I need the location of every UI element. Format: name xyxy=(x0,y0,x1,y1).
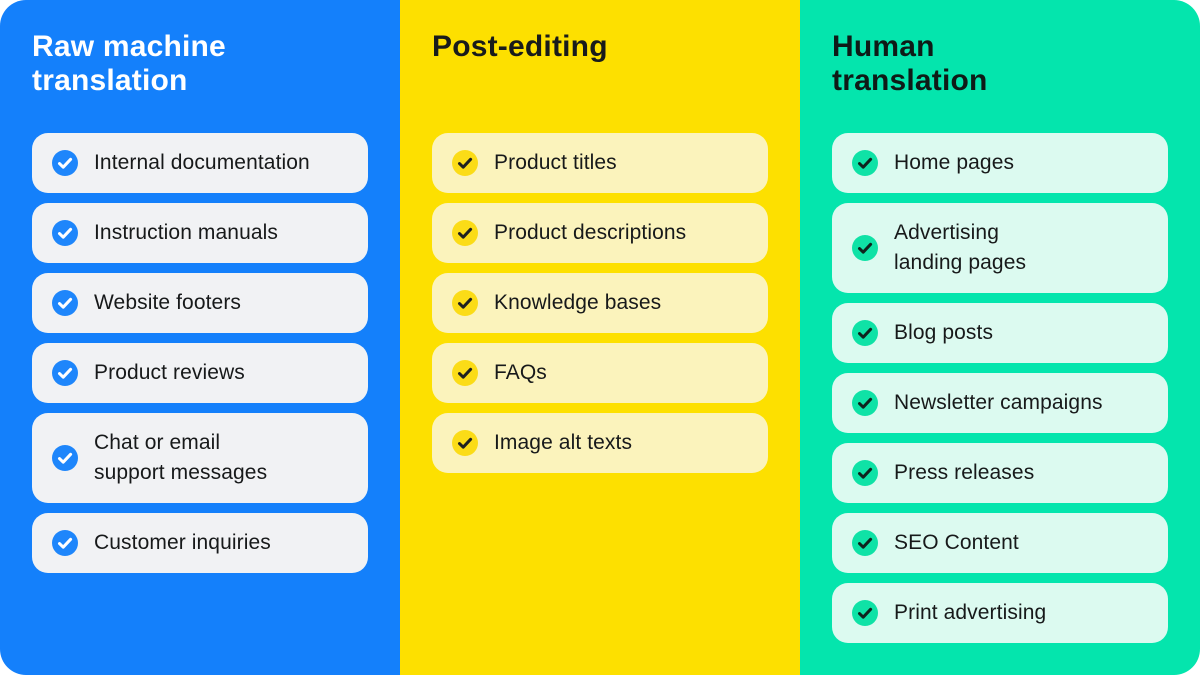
column-title-raw-machine-translation: Raw machine translation xyxy=(32,30,226,97)
list-item-label: Product titles xyxy=(494,151,617,174)
column-title-post-editing: Post-editing xyxy=(432,30,608,63)
list-item-label: Press releases xyxy=(894,461,1035,484)
check-icon xyxy=(452,430,478,456)
check-icon xyxy=(852,390,878,416)
list-item: Knowledge bases xyxy=(432,273,768,333)
check-icon xyxy=(852,235,878,261)
check-icon xyxy=(852,460,878,486)
list-item-label: Advertising landing pages xyxy=(894,221,1027,274)
list-item: Image alt texts xyxy=(432,413,768,473)
list-item: Product titles xyxy=(432,133,768,193)
list-item-label: FAQs xyxy=(494,361,547,384)
list-item-label: Website footers xyxy=(94,291,242,314)
check-icon xyxy=(852,150,878,176)
list-item: Advertising landing pages xyxy=(832,203,1168,293)
column-title-human-translation: Human translation xyxy=(832,30,988,97)
list-item: Product reviews xyxy=(32,343,368,403)
list-item: Instruction manuals xyxy=(32,203,368,263)
check-icon xyxy=(52,150,78,176)
list-item-label: Home pages xyxy=(894,151,1015,174)
list-item: Chat or email support messages xyxy=(32,413,368,503)
check-icon xyxy=(52,360,78,386)
list-item: Customer inquiries xyxy=(32,513,368,573)
list-item-label: Newsletter campaigns xyxy=(894,391,1103,414)
check-icon xyxy=(452,150,478,176)
list-item-label: Knowledge bases xyxy=(494,291,662,314)
list-item-label: Chat or email support messages xyxy=(94,431,268,484)
list-item: Product descriptions xyxy=(432,203,768,263)
list-item-label: Print advertising xyxy=(894,601,1047,624)
list-item-label: Internal documentation xyxy=(94,151,310,174)
list-item-label: Product reviews xyxy=(94,361,245,384)
check-icon xyxy=(852,320,878,346)
list-item: Home pages xyxy=(832,133,1168,193)
list-item-label: Customer inquiries xyxy=(94,531,271,554)
list-item-label: Image alt texts xyxy=(494,431,633,454)
list-item-label: Blog posts xyxy=(894,321,994,344)
list-item: FAQs xyxy=(432,343,768,403)
list-item: Press releases xyxy=(832,443,1168,503)
list-item: SEO Content xyxy=(832,513,1168,573)
check-icon xyxy=(452,220,478,246)
check-icon xyxy=(452,360,478,386)
list-item: Blog posts xyxy=(832,303,1168,363)
list-item: Print advertising xyxy=(832,583,1168,643)
check-icon xyxy=(52,445,78,471)
list-item: Newsletter campaigns xyxy=(832,373,1168,433)
check-icon xyxy=(52,220,78,246)
list-item: Internal documentation xyxy=(32,133,368,193)
check-icon xyxy=(52,290,78,316)
list-item-label: Instruction manuals xyxy=(94,221,278,244)
list-item: Website footers xyxy=(32,273,368,333)
check-icon xyxy=(852,600,878,626)
list-item-label: SEO Content xyxy=(894,531,1019,554)
check-icon xyxy=(852,530,878,556)
list-item-label: Product descriptions xyxy=(494,221,687,244)
check-icon xyxy=(452,290,478,316)
check-icon xyxy=(52,530,78,556)
